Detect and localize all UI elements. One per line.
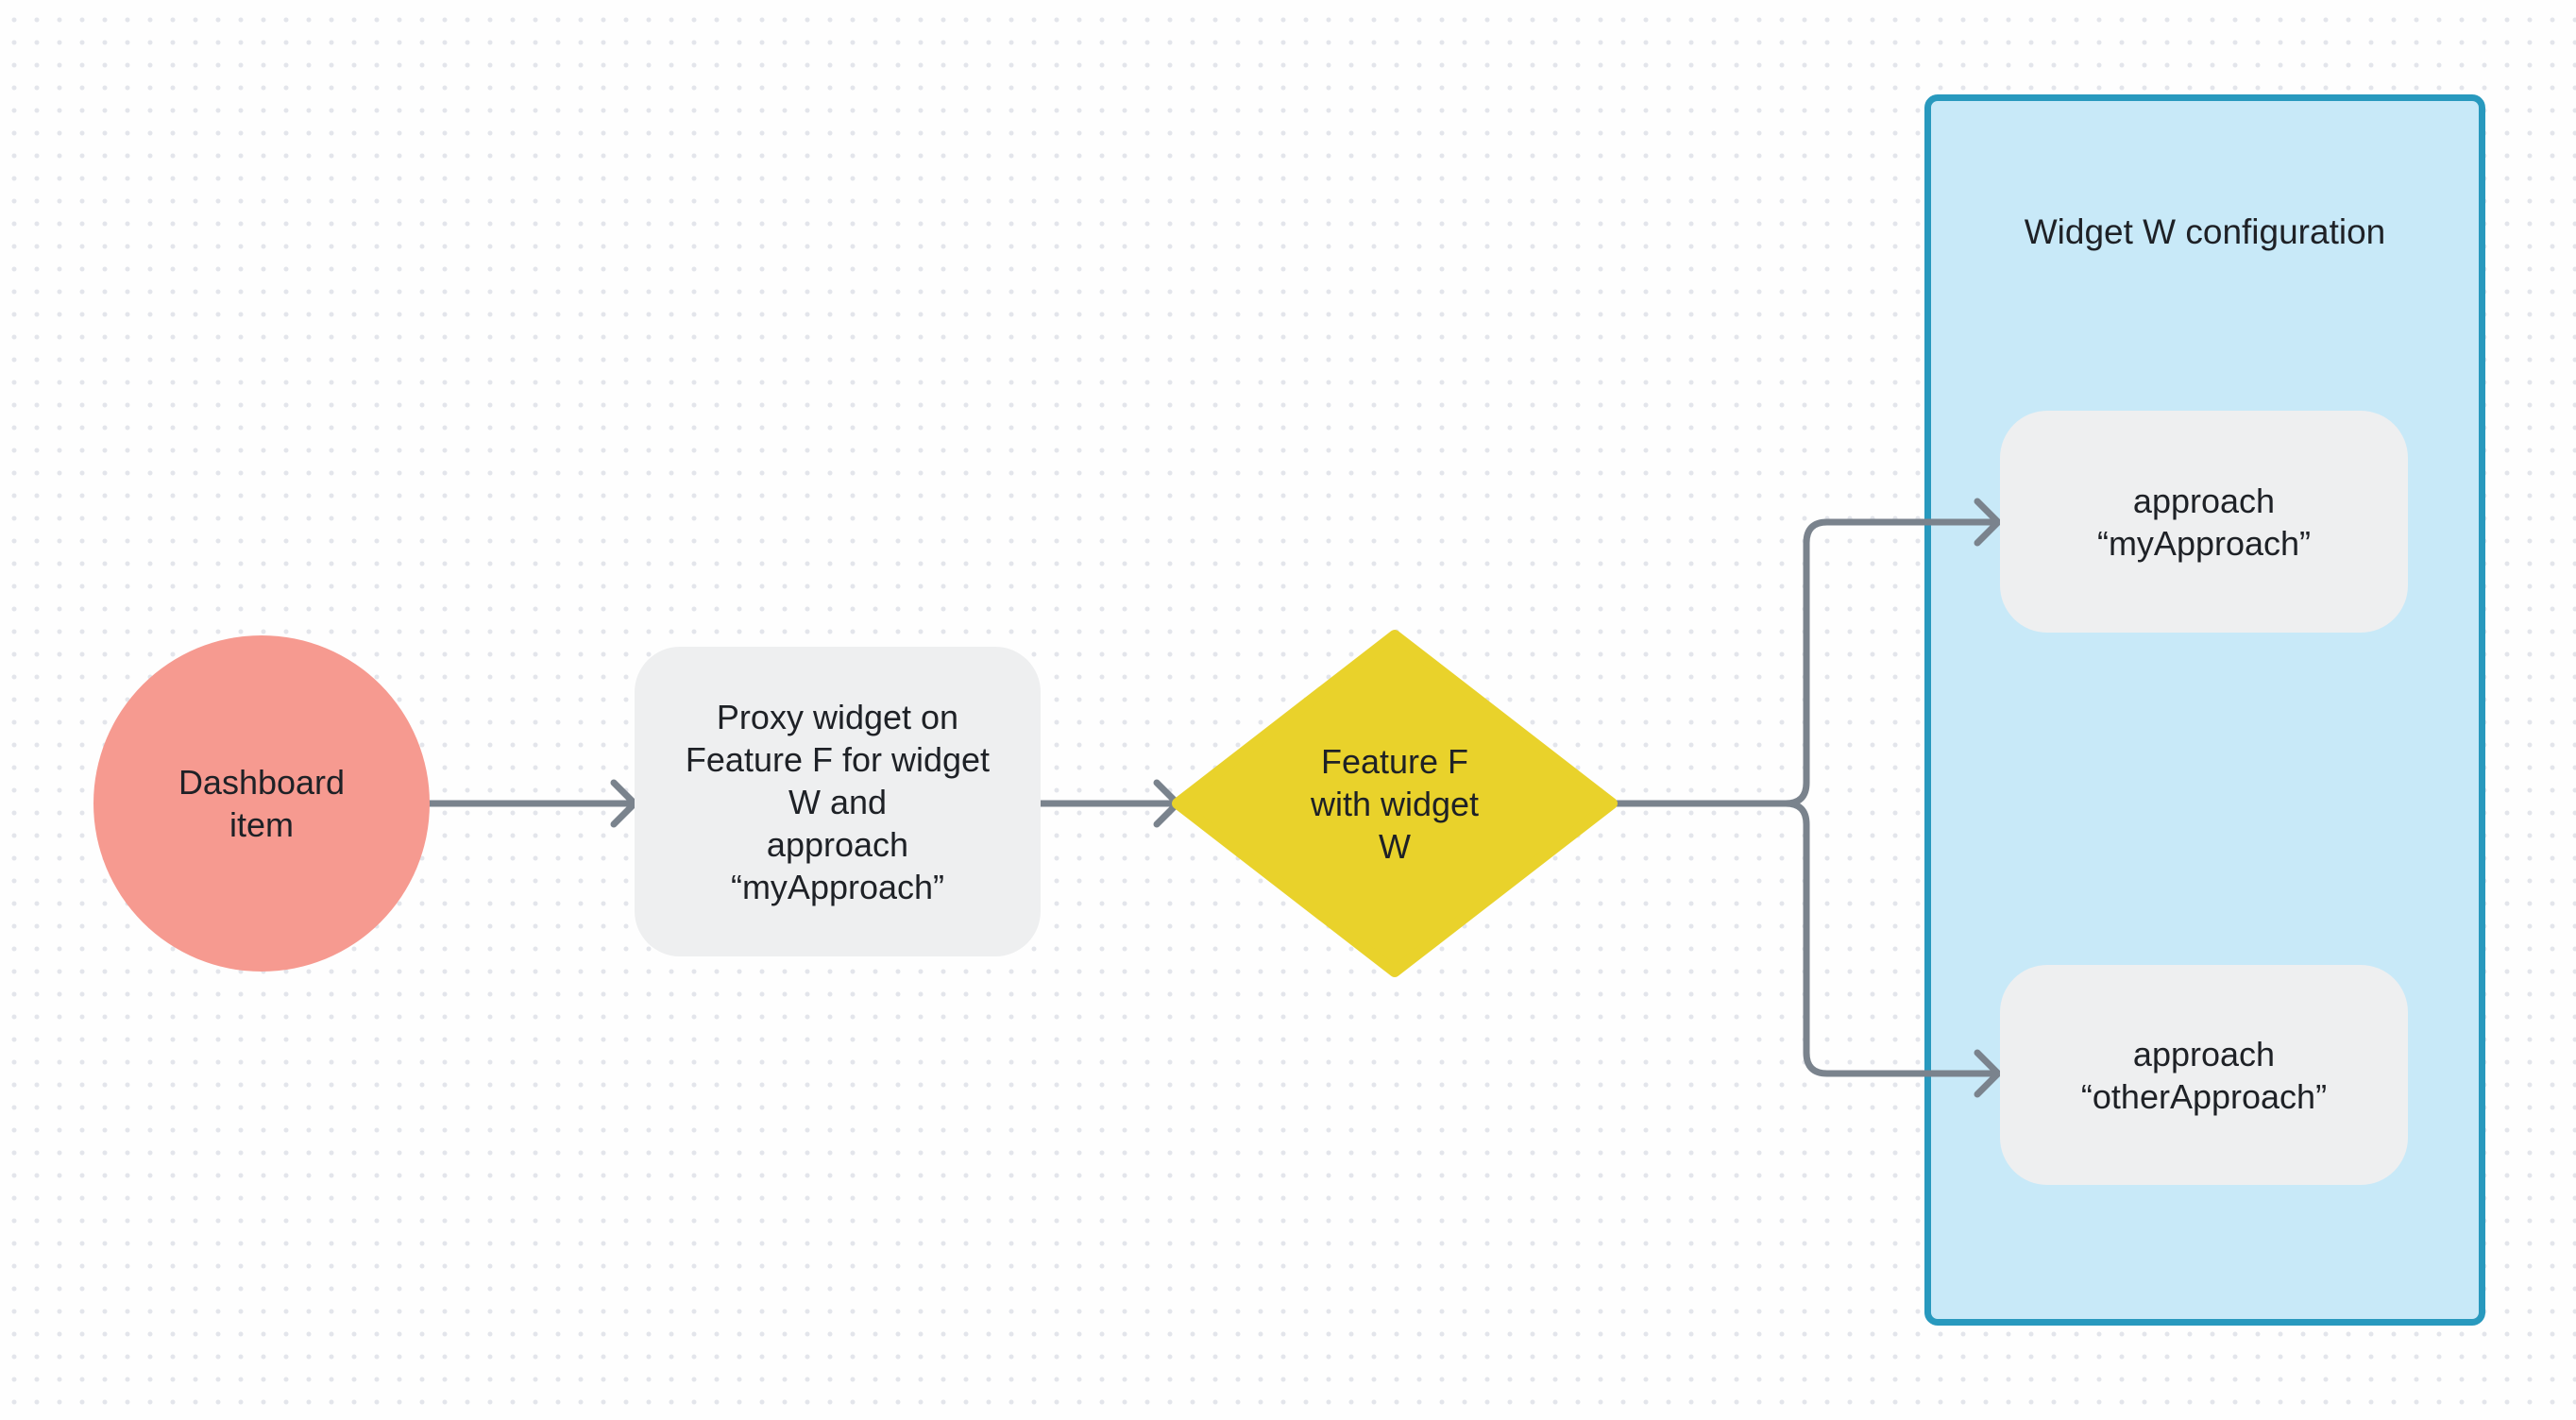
approach-my-approach-label: approach “myApproach” bbox=[2096, 481, 2312, 563]
proxy-widget-label: Proxy widget on Feature F for widget W a… bbox=[685, 697, 991, 906]
arrow-decision-to-other-approach[interactable] bbox=[1608, 800, 2002, 1098]
approach-other-approach-box[interactable]: approach “otherApproach” bbox=[2000, 965, 2408, 1185]
widget-configuration-title: Widget W configuration bbox=[2024, 212, 2386, 251]
arrow-dashboard-to-proxy[interactable] bbox=[426, 779, 638, 828]
dashboard-item-label: Dashboard item bbox=[178, 763, 346, 844]
dashboard-item-circle[interactable]: Dashboard item bbox=[93, 635, 430, 972]
decision-diamond-label: Feature F with widget W bbox=[1310, 741, 1480, 866]
approach-my-approach-box[interactable]: approach “myApproach” bbox=[2000, 411, 2408, 633]
arrow-proxy-to-decision[interactable] bbox=[1037, 779, 1181, 828]
arrow-decision-to-my-approach[interactable] bbox=[1608, 498, 2002, 807]
approach-other-approach-label: approach “otherApproach” bbox=[2080, 1034, 2328, 1116]
arrowhead-icon bbox=[1974, 1049, 2002, 1098]
proxy-widget-rect[interactable]: Proxy widget on Feature F for widget W a… bbox=[635, 647, 1041, 956]
decision-diamond-shape[interactable] bbox=[1172, 630, 1618, 977]
arrowhead-icon bbox=[1974, 498, 2002, 547]
